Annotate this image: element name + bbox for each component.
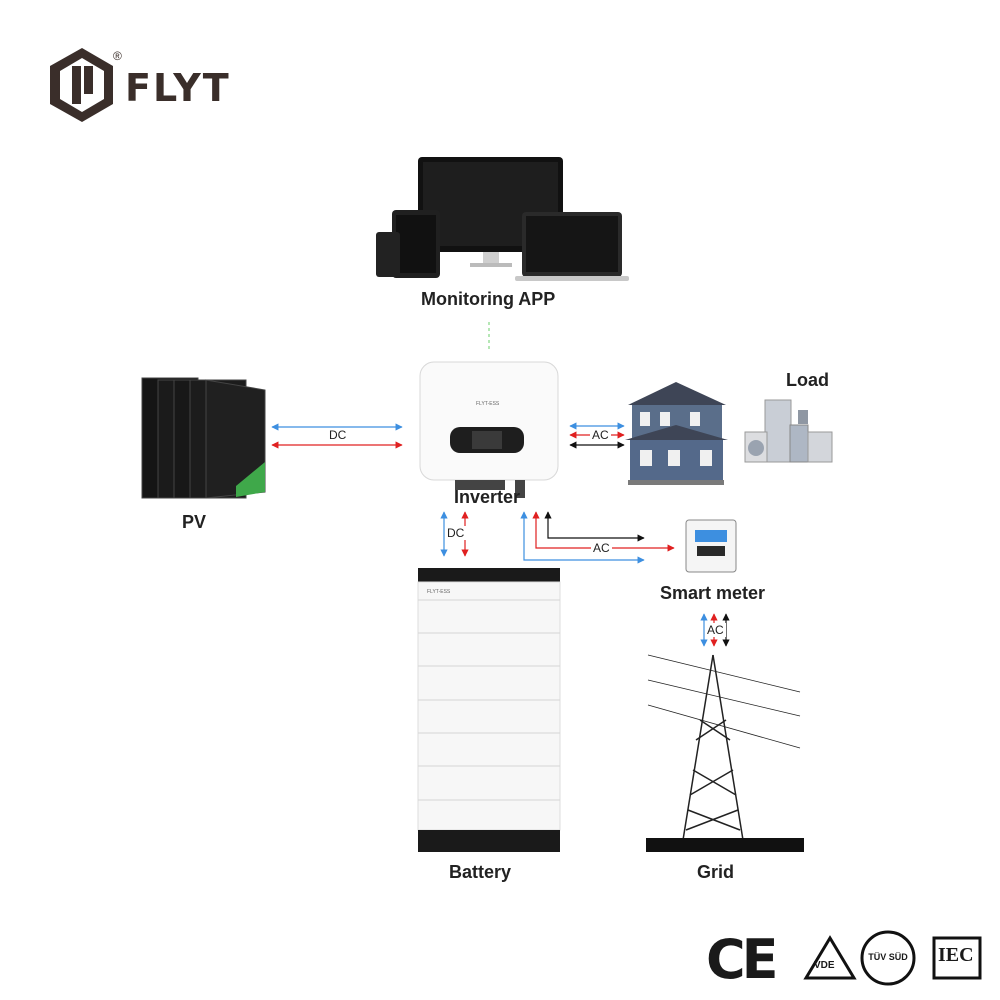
meter-ac-arrow-black xyxy=(544,511,645,542)
inverter-icon xyxy=(419,361,559,498)
grid-connection-label: AC xyxy=(705,623,726,637)
grid-tower-icon xyxy=(646,654,804,852)
inverter-label: Inverter xyxy=(454,487,521,507)
pv-label: PV xyxy=(182,512,207,532)
monitoring-devices-icon xyxy=(376,157,629,281)
iec-mark: IEC xyxy=(938,944,974,966)
load-connection-label: AC xyxy=(590,428,611,442)
house-icon xyxy=(625,382,728,485)
smart-meter-icon xyxy=(685,519,737,573)
grid-label: Grid xyxy=(697,862,735,882)
battery-brand-mark: FLYT-ESS xyxy=(427,589,451,595)
meter-connection-label: AC xyxy=(591,541,612,555)
battery-icon xyxy=(417,568,561,852)
certification-marks xyxy=(803,930,982,986)
appliances-icon xyxy=(744,399,833,463)
vde-triangle-icon xyxy=(803,935,857,980)
registered-mark: ® xyxy=(113,49,122,63)
brand-name: FLYT xyxy=(125,66,231,110)
tuv-mark: TÜV SÜD xyxy=(868,952,908,962)
ce-mark: CE xyxy=(706,928,779,991)
battery-label: Battery xyxy=(449,862,512,882)
tuv-seal-icon xyxy=(860,930,916,986)
pv-panels-icon xyxy=(141,377,266,499)
smart-meter-label: Smart meter xyxy=(660,583,766,603)
meter-ac-arrow-red xyxy=(532,511,675,552)
inverter-brand-mark: FLYT-ESS xyxy=(476,401,500,407)
load-label: Load xyxy=(786,370,829,390)
battery-connection-label: DC xyxy=(445,526,467,540)
pv-connection-label: DC xyxy=(327,428,349,442)
meter-ac-arrow-blue xyxy=(520,511,645,564)
vde-mark: VDE xyxy=(814,960,835,971)
iec-logo-icon xyxy=(932,936,982,980)
monitoring-label: Monitoring APP xyxy=(421,289,556,309)
